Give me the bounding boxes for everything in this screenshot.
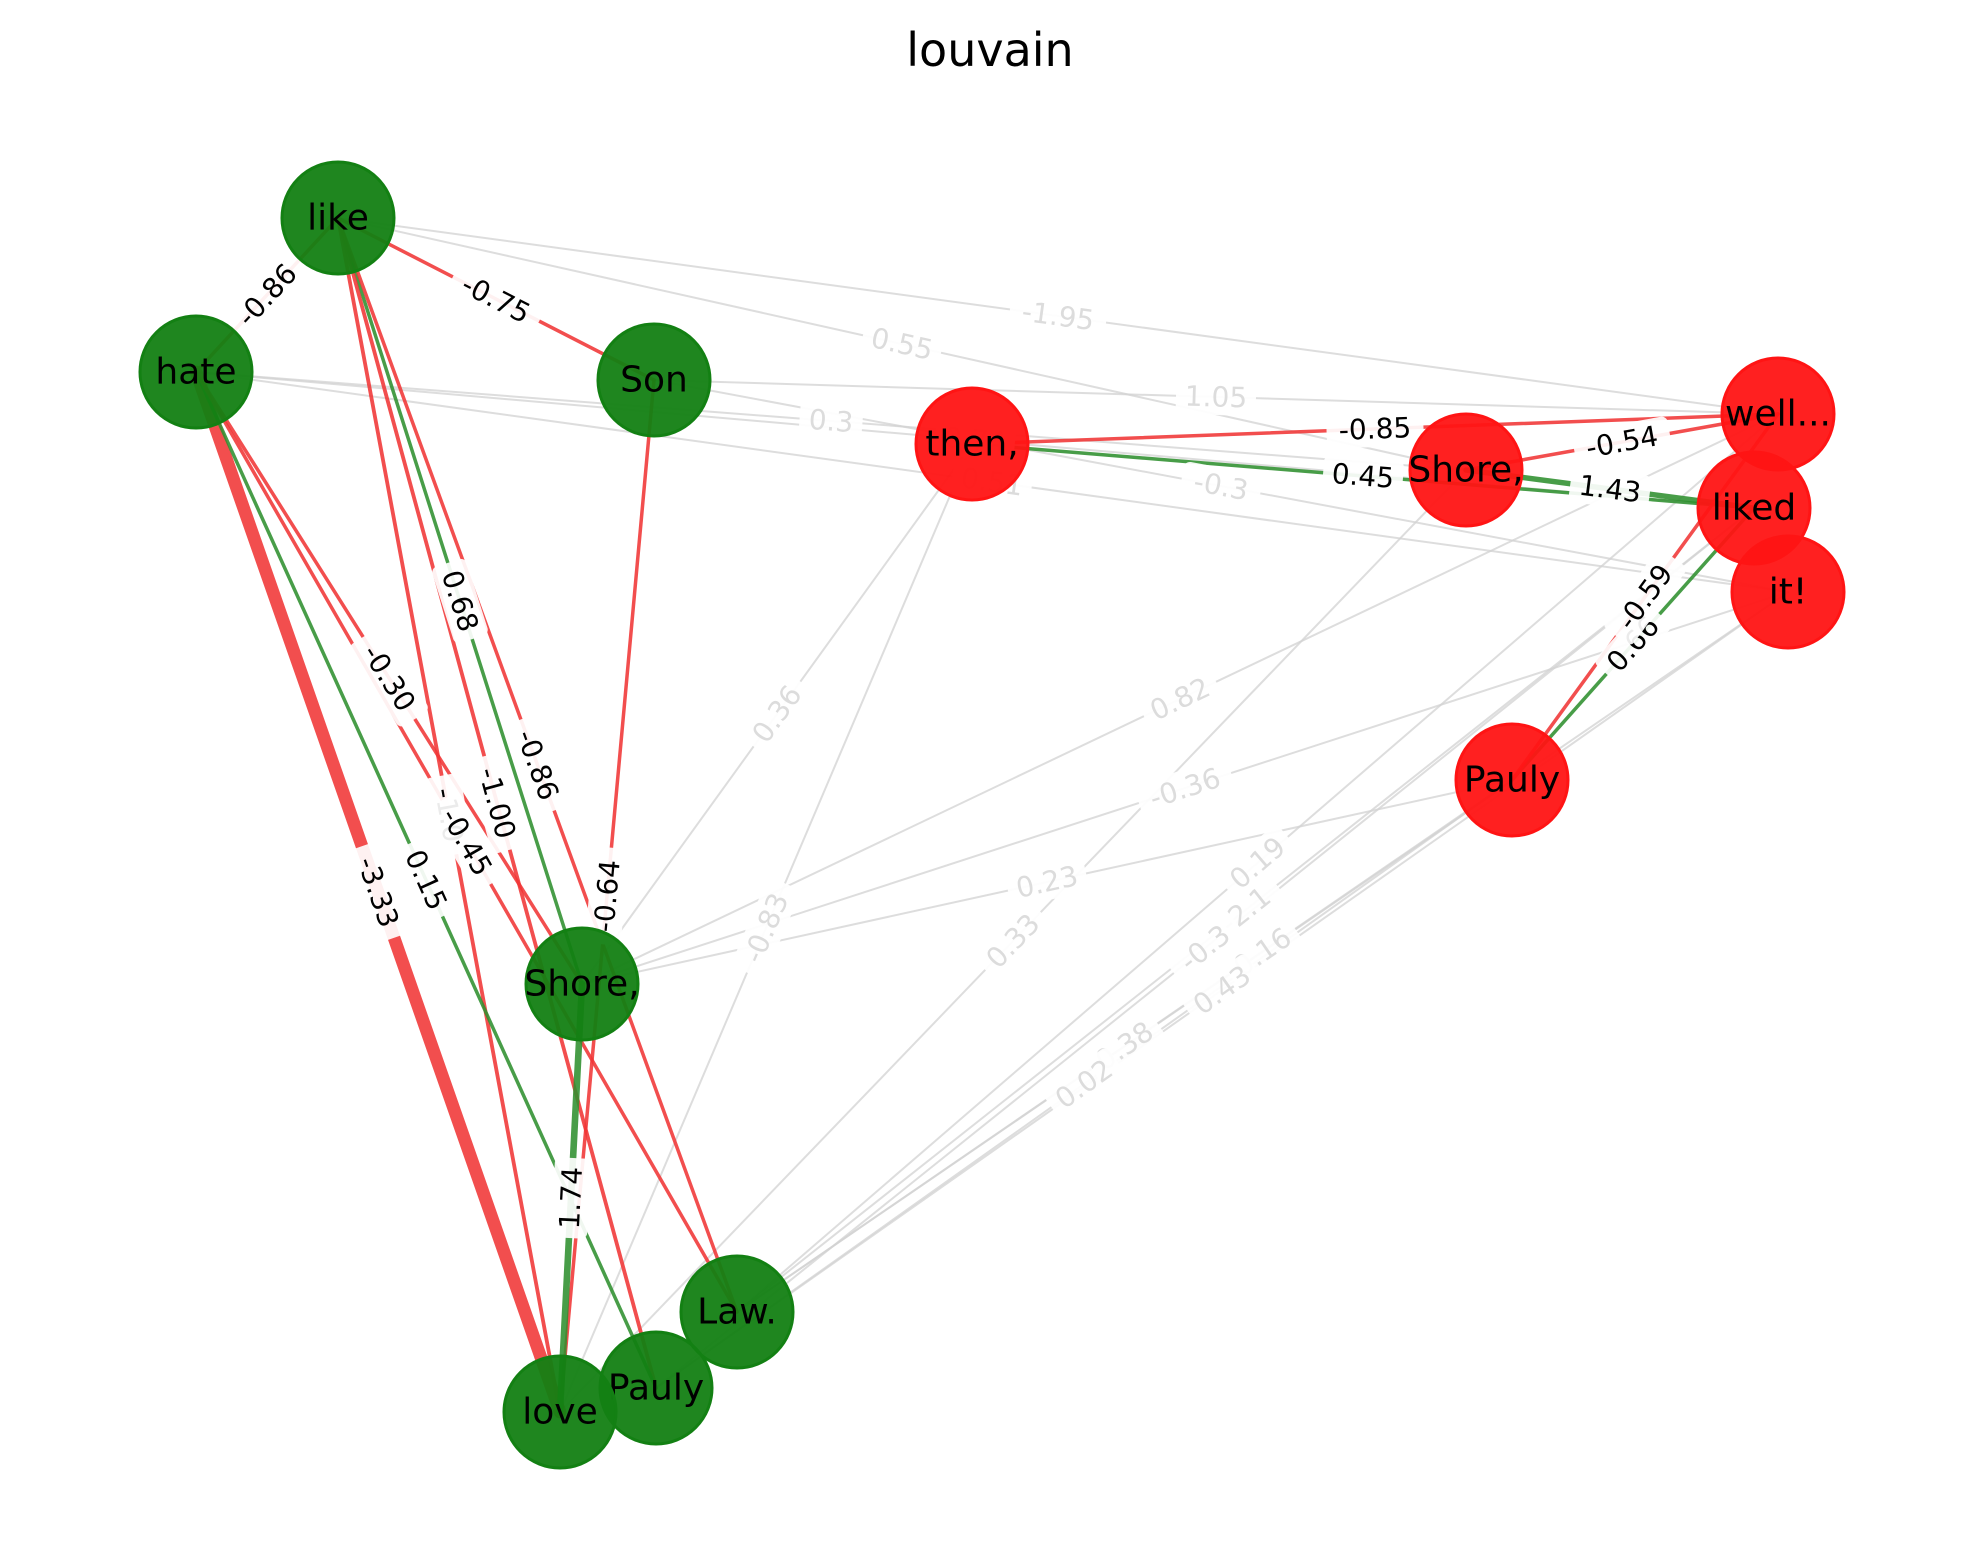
node-label: it! — [1769, 572, 1808, 613]
node-label: Son — [620, 360, 688, 401]
svg-text:-3.33: -3.33 — [350, 852, 405, 931]
node-circle — [679, 1254, 795, 1370]
edge-label-then-well: -0.85 — [1326, 409, 1424, 449]
edge-label-shore_g-it: -0.36 — [1134, 757, 1236, 819]
node-circle — [596, 322, 712, 438]
svg-text:1.05: 1.05 — [1184, 380, 1247, 415]
svg-text:1.74: 1.74 — [553, 1166, 589, 1230]
node-label: hate — [155, 352, 236, 393]
graph-title: louvain — [906, 23, 1073, 77]
node-circle — [1408, 412, 1524, 528]
svg-text:-0.64: -0.64 — [587, 858, 626, 933]
edge-label-hate-shore_r: 0.3 — [798, 401, 864, 441]
svg-text:0.55: 0.55 — [868, 321, 936, 367]
svg-text:0.45: 0.45 — [1331, 457, 1396, 495]
node-label: Shore, — [524, 964, 639, 1005]
node-circle — [138, 314, 254, 430]
svg-text:-0.75: -0.75 — [456, 268, 536, 330]
node-hate: hate — [138, 314, 254, 430]
node-circle — [280, 160, 396, 276]
edge-label-shore_g-then: 0.36 — [741, 673, 813, 755]
edge-label-shore_r-well: -0.54 — [1572, 416, 1672, 468]
svg-text:-0.83: -0.83 — [737, 888, 796, 968]
node-it: it! — [1730, 534, 1846, 650]
edge-label-like-well: -1.95 — [1008, 292, 1108, 340]
edge-label-pauly_g-pauly_r: 0.02 — [1043, 1048, 1125, 1120]
node-then: then, — [914, 386, 1030, 502]
node-label: like — [307, 198, 369, 239]
node-label: Shore, — [1408, 450, 1523, 491]
node-circle — [524, 926, 640, 1042]
node-circle — [914, 386, 1030, 502]
node-pauly_g: Pauly — [598, 1330, 714, 1446]
edge-label-love-then: -0.83 — [732, 878, 800, 978]
edge-label-son-love: -0.64 — [585, 846, 629, 946]
svg-text:-0.30: -0.30 — [356, 639, 423, 718]
node-like: like — [280, 160, 396, 276]
node-label: Pauly — [608, 1368, 704, 1409]
node-shore_g: Shore, — [524, 926, 640, 1042]
node-well: well... — [1720, 356, 1836, 472]
edge-label-son-well: 1.05 — [1175, 377, 1257, 417]
node-label: Law. — [697, 1292, 777, 1333]
node-love: love — [502, 1354, 618, 1470]
node-law: Law. — [679, 1254, 795, 1370]
svg-text:1.43: 1.43 — [1577, 469, 1643, 510]
edge-label-son-it: -0.3 — [1179, 461, 1263, 511]
node-shore_r: Shore, — [1408, 412, 1524, 528]
edge-label-shore_g-pauly_r: 0.23 — [1005, 856, 1089, 908]
edge-label-like-hate: -0.86 — [223, 249, 311, 341]
svg-text:-0.86: -0.86 — [510, 725, 566, 804]
node-circle — [1730, 534, 1846, 650]
node-label: love — [522, 1392, 597, 1433]
node-label: well... — [1725, 394, 1831, 435]
node-son: Son — [596, 322, 712, 438]
edge-label-shore_g-love: 1.74 — [551, 1157, 591, 1239]
edge-label-then-liked: 0.45 — [1322, 455, 1404, 497]
svg-text:0.23: 0.23 — [1013, 859, 1081, 905]
edge-label-like-son: -0.75 — [446, 262, 546, 336]
svg-text:-0.3: -0.3 — [1191, 465, 1251, 507]
svg-text:0.3: 0.3 — [808, 403, 855, 439]
edge-label-shore_g-well: 0.82 — [1138, 667, 1222, 731]
svg-text:-0.85: -0.85 — [1338, 411, 1412, 447]
edge-label-shore_r-liked: 1.43 — [1568, 466, 1652, 512]
node-label: Pauly — [1464, 760, 1560, 801]
edge-label-like-shore_g: 0.68 — [432, 558, 488, 644]
svg-text:-0.54: -0.54 — [1583, 419, 1660, 464]
edge-label-like-shore_r: 0.55 — [860, 318, 944, 370]
node-circle — [1454, 722, 1570, 838]
node-label: liked — [1712, 488, 1797, 529]
svg-text:-1.95: -1.95 — [1020, 295, 1096, 337]
node-pauly_r: Pauly — [1454, 722, 1570, 838]
node-circle — [502, 1354, 618, 1470]
node-label: then, — [925, 424, 1018, 465]
